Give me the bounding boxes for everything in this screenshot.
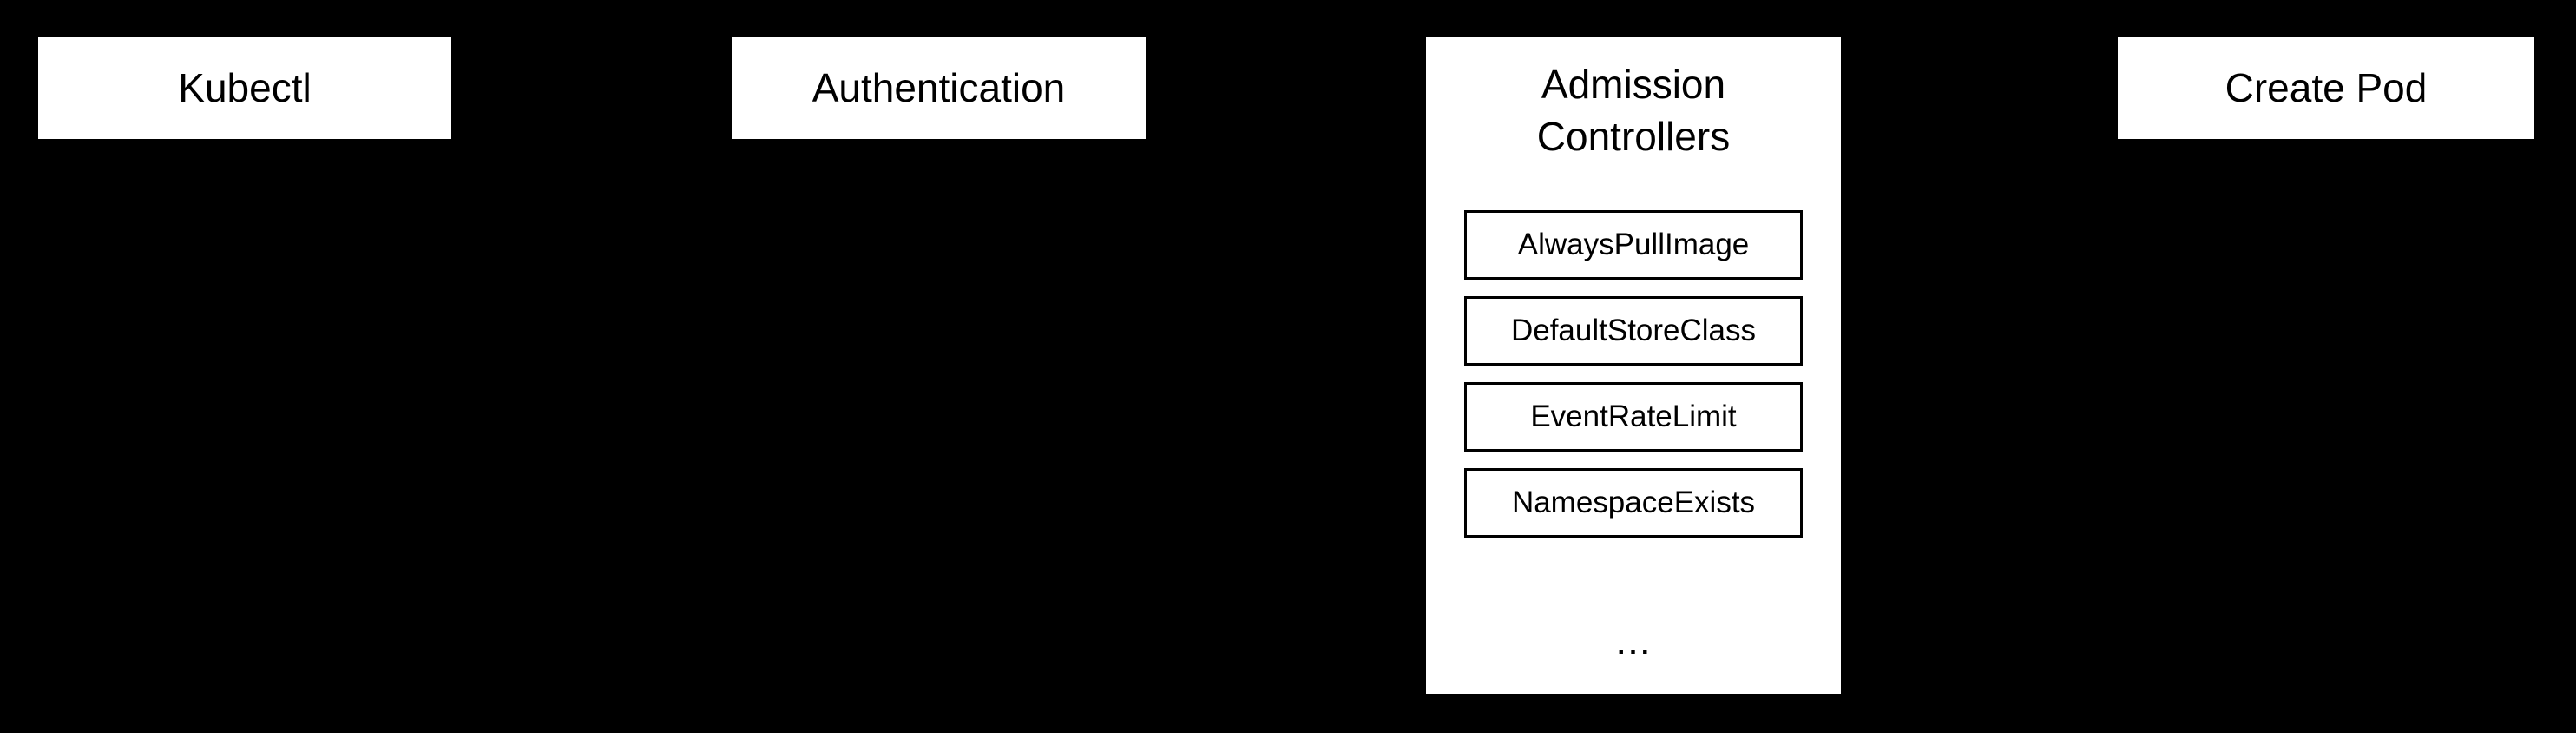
node-create-pod: Create Pod (2118, 37, 2534, 139)
node-kubectl: Kubectl (38, 37, 451, 139)
node-create-pod-label: Create Pod (2224, 64, 2428, 110)
admission-controller-item-label: NamespaceExists (1511, 485, 1756, 519)
admission-controllers-title: Admission Controllers (1537, 37, 1730, 162)
ellipsis-label: ... (1615, 617, 1652, 663)
admission-controller-list: AlwaysPullImage DefaultStoreClass EventR… (1464, 210, 1803, 538)
admission-controller-item: AlwaysPullImage (1464, 210, 1803, 280)
node-authentication: Authentication (732, 37, 1146, 139)
admission-controller-item: DefaultStoreClass (1464, 296, 1803, 366)
admission-controller-item-label: EventRateLimit (1530, 400, 1737, 433)
admission-controllers-title-line1: Admission (1541, 62, 1726, 107)
admission-controller-item: EventRateLimit (1464, 382, 1803, 452)
admission-controllers-title-line2: Controllers (1536, 114, 1731, 159)
admission-controller-item-label: DefaultStoreClass (1510, 314, 1757, 347)
admission-controller-item: NamespaceExists (1464, 468, 1803, 538)
node-authentication-label: Authentication (812, 64, 1066, 110)
admission-controller-item-label: AlwaysPullImage (1517, 228, 1750, 261)
node-admission-controllers: Admission Controllers AlwaysPullImage De… (1426, 37, 1841, 694)
node-kubectl-label: Kubectl (178, 64, 312, 110)
